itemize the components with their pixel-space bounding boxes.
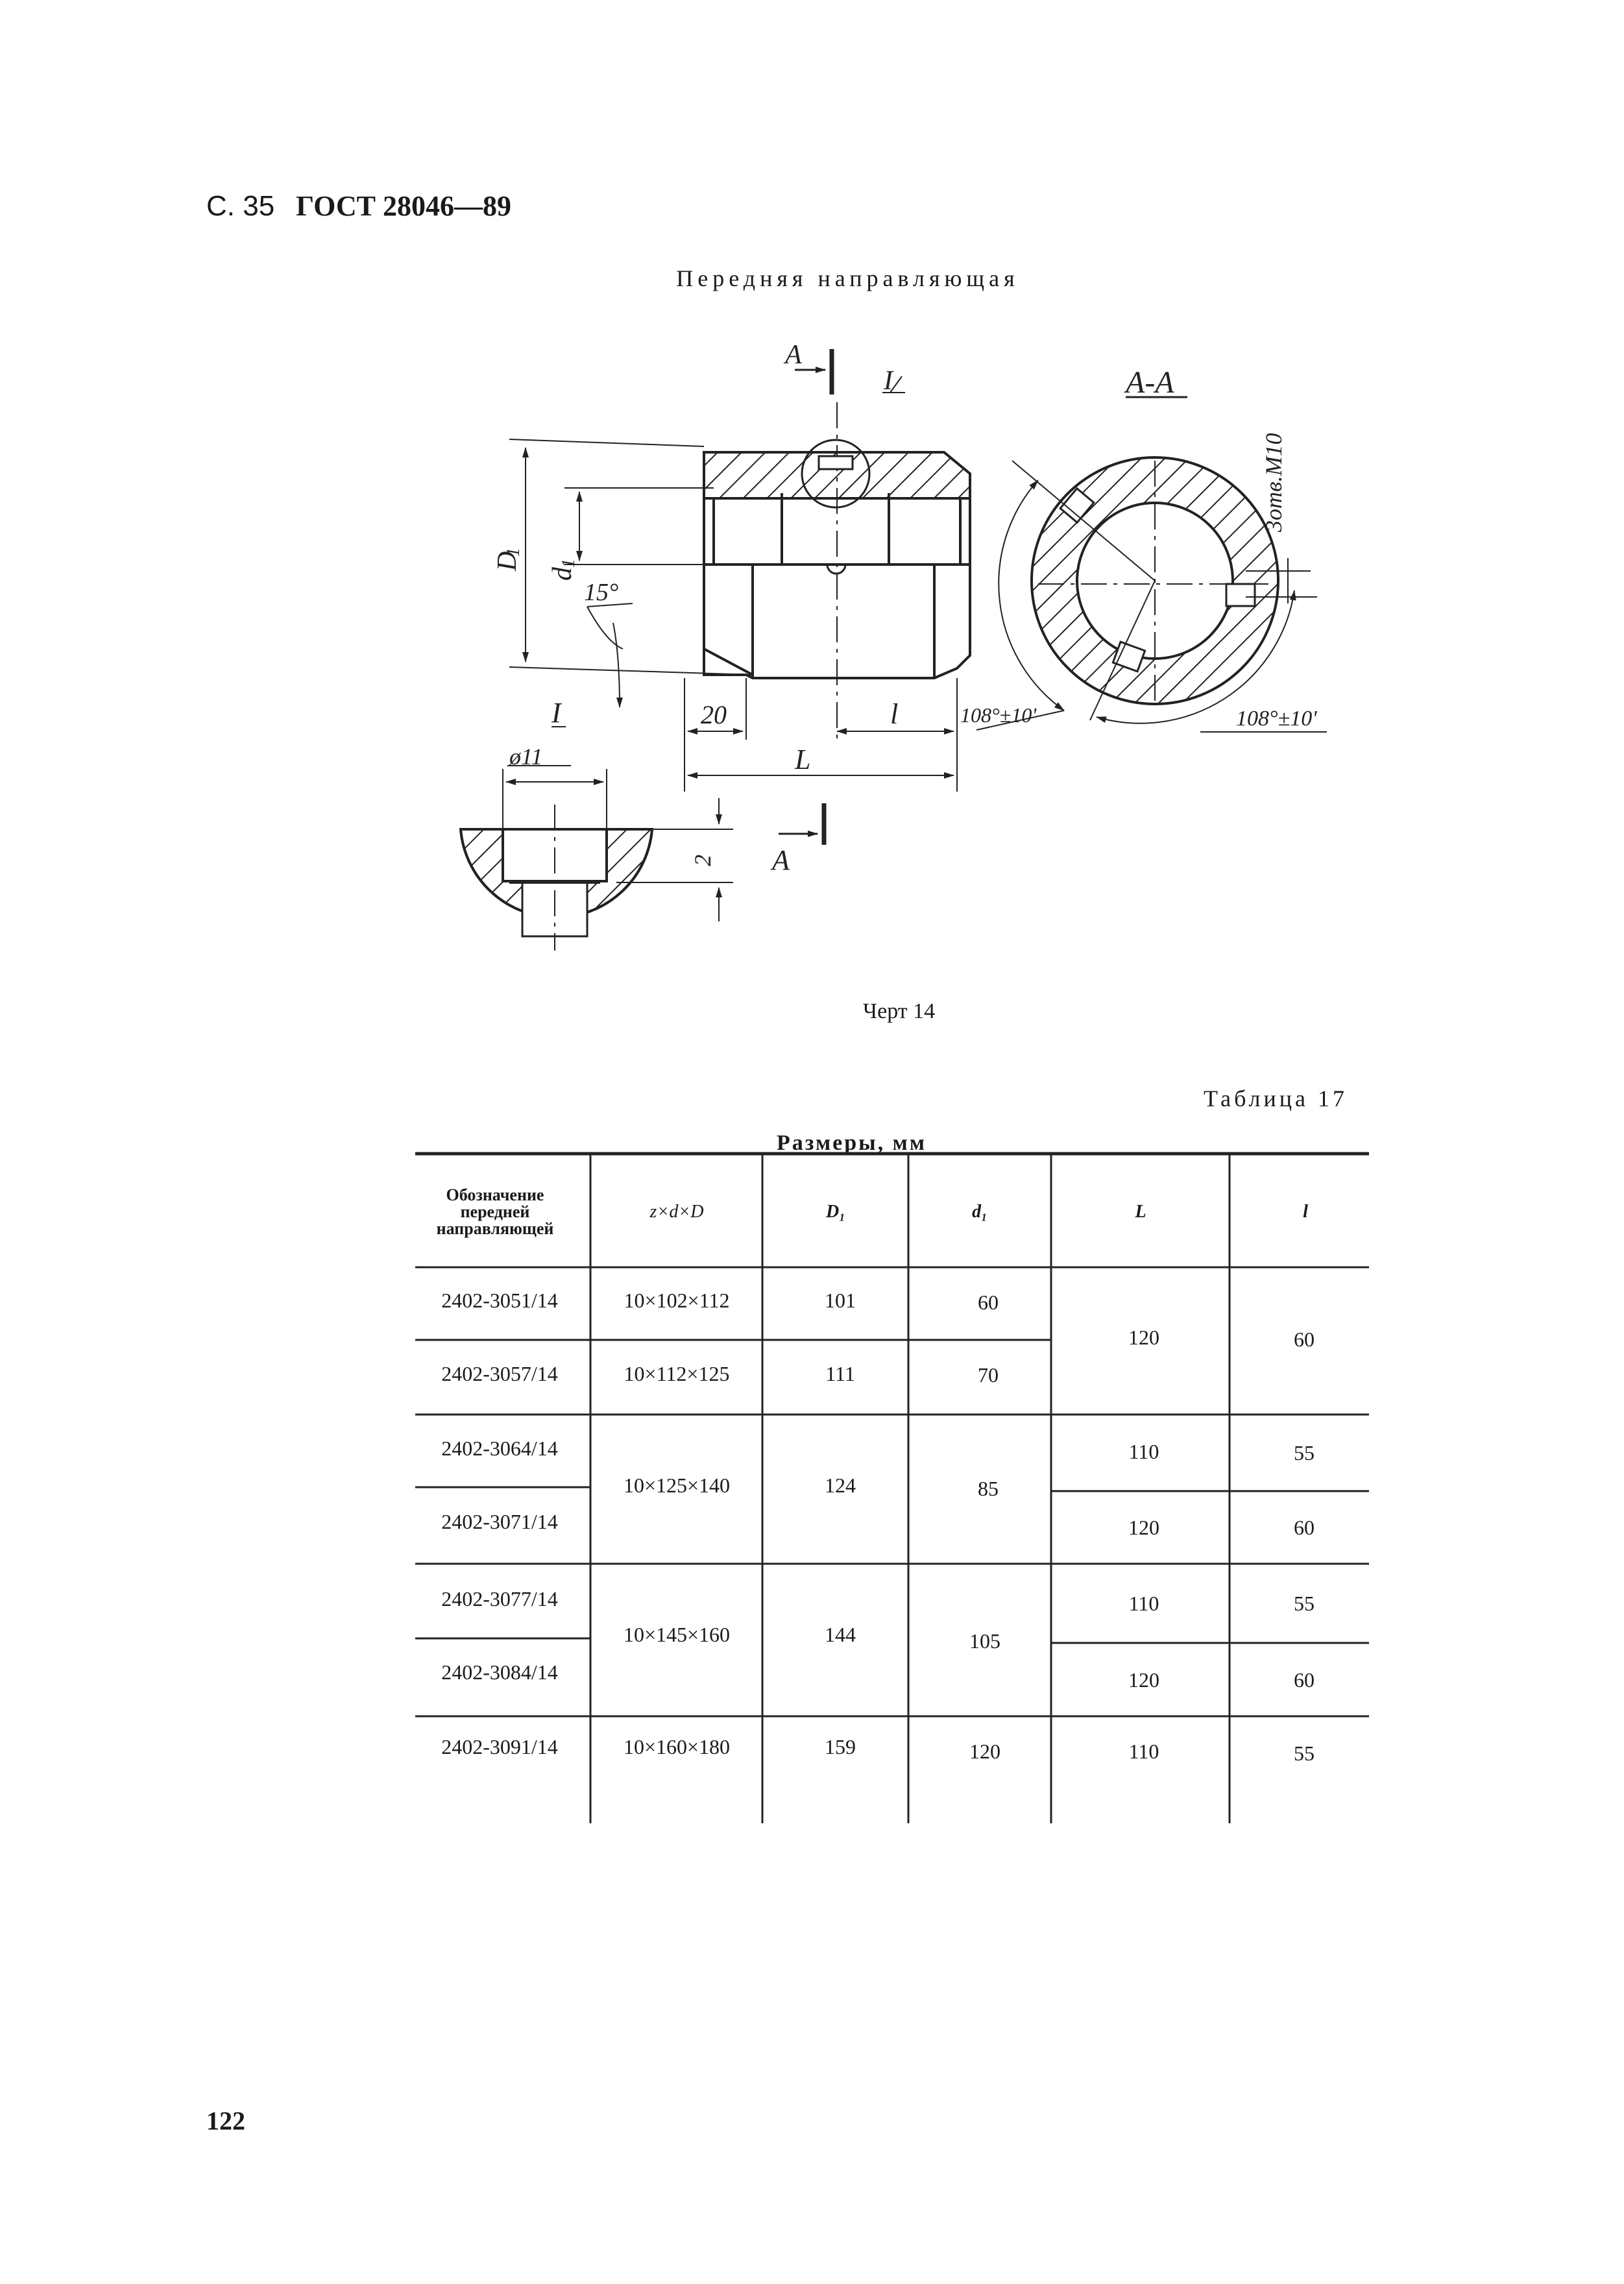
L-cell: 110 — [1129, 1592, 1159, 1615]
cut-a-top-label: A — [783, 340, 802, 370]
D1-cell: 101 — [825, 1289, 856, 1312]
dim-2-label: 2 — [690, 855, 716, 866]
holes-label: 3отв.M10 — [1261, 433, 1287, 533]
angle-108-left-label: 108°±10' — [960, 703, 1037, 727]
dim-phi11-label: ø11 — [509, 744, 542, 770]
D1-cell: 124 — [825, 1474, 856, 1497]
zdD-cell: 10×125×140 — [624, 1474, 730, 1497]
L-cell: 120 — [1128, 1516, 1159, 1539]
header-D1: D₁ — [825, 1202, 845, 1222]
figure-title: Передняя направляющая — [676, 265, 1019, 291]
d1-cell: 70 — [978, 1363, 999, 1387]
side-view — [509, 349, 971, 792]
dim-d1-sub: 1 — [559, 559, 579, 568]
dim-D1-label: D — [492, 552, 522, 572]
angle-108-right-label: 108°±10' — [1236, 707, 1317, 731]
d1-cell: 85 — [978, 1477, 999, 1500]
technical-drawing: A I A-A D 1 d 1 15° 20 l L 108°±10' 108°… — [459, 340, 1327, 951]
zdD-cell: 10×145×160 — [624, 1623, 730, 1646]
detail-i — [459, 726, 827, 951]
designation-cell: 2402-3064/14 — [441, 1437, 558, 1460]
designation-cell: 2402-3077/14 — [441, 1587, 558, 1610]
l-cell: 55 — [1294, 1441, 1315, 1464]
detail-title-label: I — [551, 697, 563, 729]
standard-number: ГОСТ 28046—89 — [296, 190, 511, 222]
designation-cell: 2402-3057/14 — [441, 1362, 558, 1385]
L-cell: 110 — [1129, 1740, 1159, 1763]
L-cell: 120 — [1128, 1668, 1159, 1692]
dim-D1-sub: 1 — [503, 548, 524, 557]
detail-circle — [801, 439, 871, 509]
section-title-label: A-A — [1124, 365, 1174, 400]
dim-20-label: 20 — [701, 700, 727, 729]
table-label: Таблица 17 — [1204, 1086, 1348, 1112]
zdD-cell: 10×102×112 — [624, 1289, 730, 1312]
l-cell: 60 — [1294, 1668, 1315, 1692]
l-cell: 55 — [1294, 1592, 1315, 1615]
dim-l-label: l — [890, 698, 898, 730]
header-designation-3: направляющей — [437, 1219, 554, 1238]
designation-cell: 2402-3071/14 — [441, 1510, 558, 1533]
page-label: С. 35 — [206, 190, 275, 222]
header-l: l — [1303, 1202, 1308, 1222]
D1-cell: 159 — [825, 1735, 856, 1758]
d1-cell: 105 — [969, 1629, 1000, 1653]
d1-cell: 60 — [978, 1291, 999, 1314]
l-cell: 60 — [1294, 1516, 1315, 1539]
page-number: 122 — [206, 2106, 245, 2135]
header-L: L — [1134, 1202, 1146, 1222]
figure-caption: Черт 14 — [863, 999, 936, 1023]
dimensions-table: Обозначение передней направляющей z×d×D … — [415, 1152, 1369, 1823]
dim-d1-label: d — [548, 566, 577, 581]
body-outline — [703, 452, 971, 679]
zdD-cell: 10×112×125 — [624, 1362, 730, 1385]
header-designation-1: Обозначение — [446, 1185, 544, 1204]
header-designation-2: передней — [461, 1202, 530, 1221]
table-text: Обозначение передней направляющей z×d×D … — [437, 1185, 1315, 1765]
D1-cell: 111 — [825, 1362, 855, 1385]
l-cell: 55 — [1294, 1742, 1315, 1765]
d1-cell: 120 — [969, 1740, 1000, 1763]
drawing-labels: A I A-A D 1 d 1 15° 20 l L 108°±10' 108°… — [492, 340, 1317, 876]
header-zdD: z×d×D — [649, 1202, 704, 1222]
header-d1: d₁ — [972, 1202, 988, 1222]
L-cell: 110 — [1129, 1440, 1159, 1463]
section-a-a — [976, 396, 1327, 733]
cut-a-bottom-label: A — [770, 844, 790, 876]
D1-cell: 144 — [825, 1623, 856, 1646]
designation-cell: 2402-3084/14 — [441, 1660, 558, 1684]
table-subtitle: Размеры, мм — [777, 1131, 927, 1155]
L-cell: 120 — [1128, 1326, 1159, 1349]
dim-L-label: L — [794, 744, 810, 775]
detail-mark-label: I — [883, 366, 894, 396]
zdD-cell: 10×160×180 — [624, 1735, 730, 1758]
designation-cell: 2402-3051/14 — [441, 1289, 558, 1312]
table-grid — [415, 1152, 1369, 1823]
angle-15-label: 15° — [584, 579, 618, 606]
page-header: С. 35 ГОСТ 28046—89 — [206, 189, 511, 223]
designation-cell: 2402-3091/14 — [441, 1735, 558, 1758]
l-cell: 60 — [1294, 1328, 1315, 1351]
